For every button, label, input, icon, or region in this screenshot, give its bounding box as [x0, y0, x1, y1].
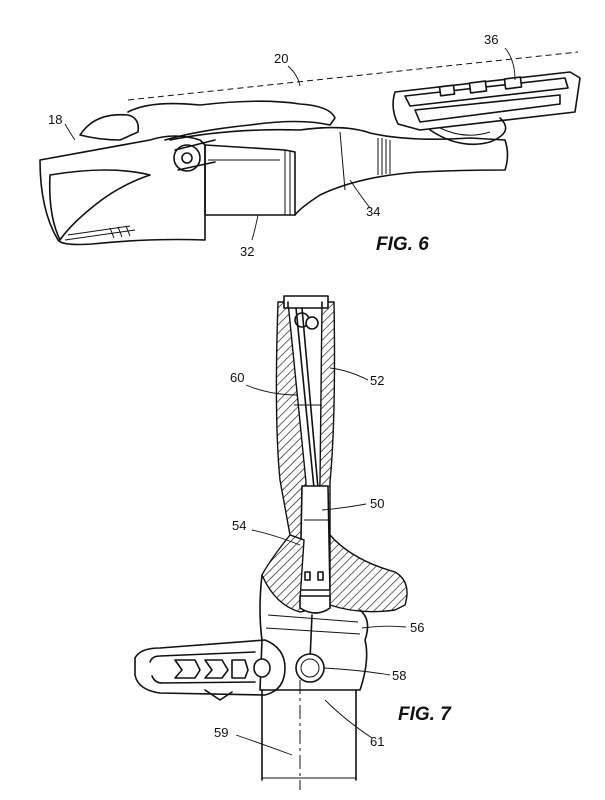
- label-59: 59: [214, 725, 228, 740]
- pivot-housing-32: [205, 145, 295, 215]
- label-18: 18: [48, 112, 62, 127]
- figure-6: [40, 52, 580, 245]
- label-61: 61: [370, 734, 384, 749]
- figure-6-caption: FIG. 6: [376, 234, 429, 255]
- label-56: 56: [410, 620, 424, 635]
- ball-58: [296, 654, 324, 682]
- label-36: 36: [484, 32, 498, 47]
- figure-7: [135, 296, 407, 790]
- label-50: 50: [370, 496, 384, 511]
- label-52: 52: [370, 373, 384, 388]
- base-flange-54: [262, 535, 407, 612]
- figure-7-caption: FIG. 7: [398, 704, 452, 725]
- label-58: 58: [392, 668, 406, 683]
- label-20: 20: [274, 51, 288, 66]
- label-54: 54: [232, 518, 246, 533]
- lower-tube-61: [262, 690, 356, 780]
- label-60: 60: [230, 370, 244, 385]
- label-34: 34: [366, 204, 380, 219]
- reference-plane-20: [128, 52, 578, 100]
- arm-upper-contour: [128, 101, 335, 140]
- label-32: 32: [240, 244, 254, 259]
